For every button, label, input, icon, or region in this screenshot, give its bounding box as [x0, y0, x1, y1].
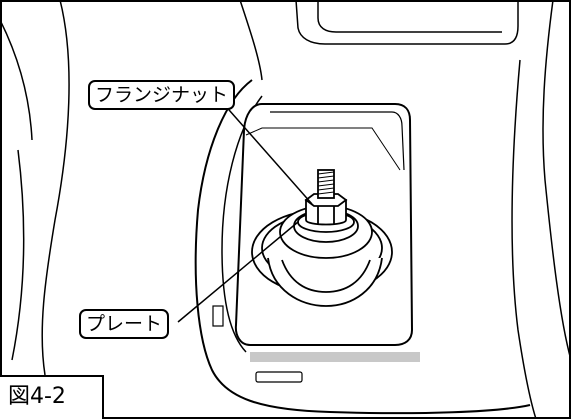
housing-inner-lip	[221, 95, 263, 353]
flange-nut-assembly	[297, 169, 355, 233]
recess-floor-edge	[245, 127, 401, 171]
flange-nut-leader	[221, 101, 313, 205]
plate-leader	[177, 221, 299, 323]
left-body-panel	[0, 0, 70, 376]
right-body-panel	[511, 0, 571, 419]
flange-nut-callout: フランジナット	[88, 80, 236, 110]
top-panel	[239, 0, 519, 81]
recess-inner-edge	[270, 111, 405, 171]
drain-slot	[255, 371, 303, 383]
housing-outline	[194, 79, 531, 415]
plate-callout: プレート	[79, 309, 170, 339]
figure-number: 図4-2	[0, 375, 104, 419]
side-slot	[212, 305, 224, 327]
recess-shadow	[250, 352, 420, 362]
